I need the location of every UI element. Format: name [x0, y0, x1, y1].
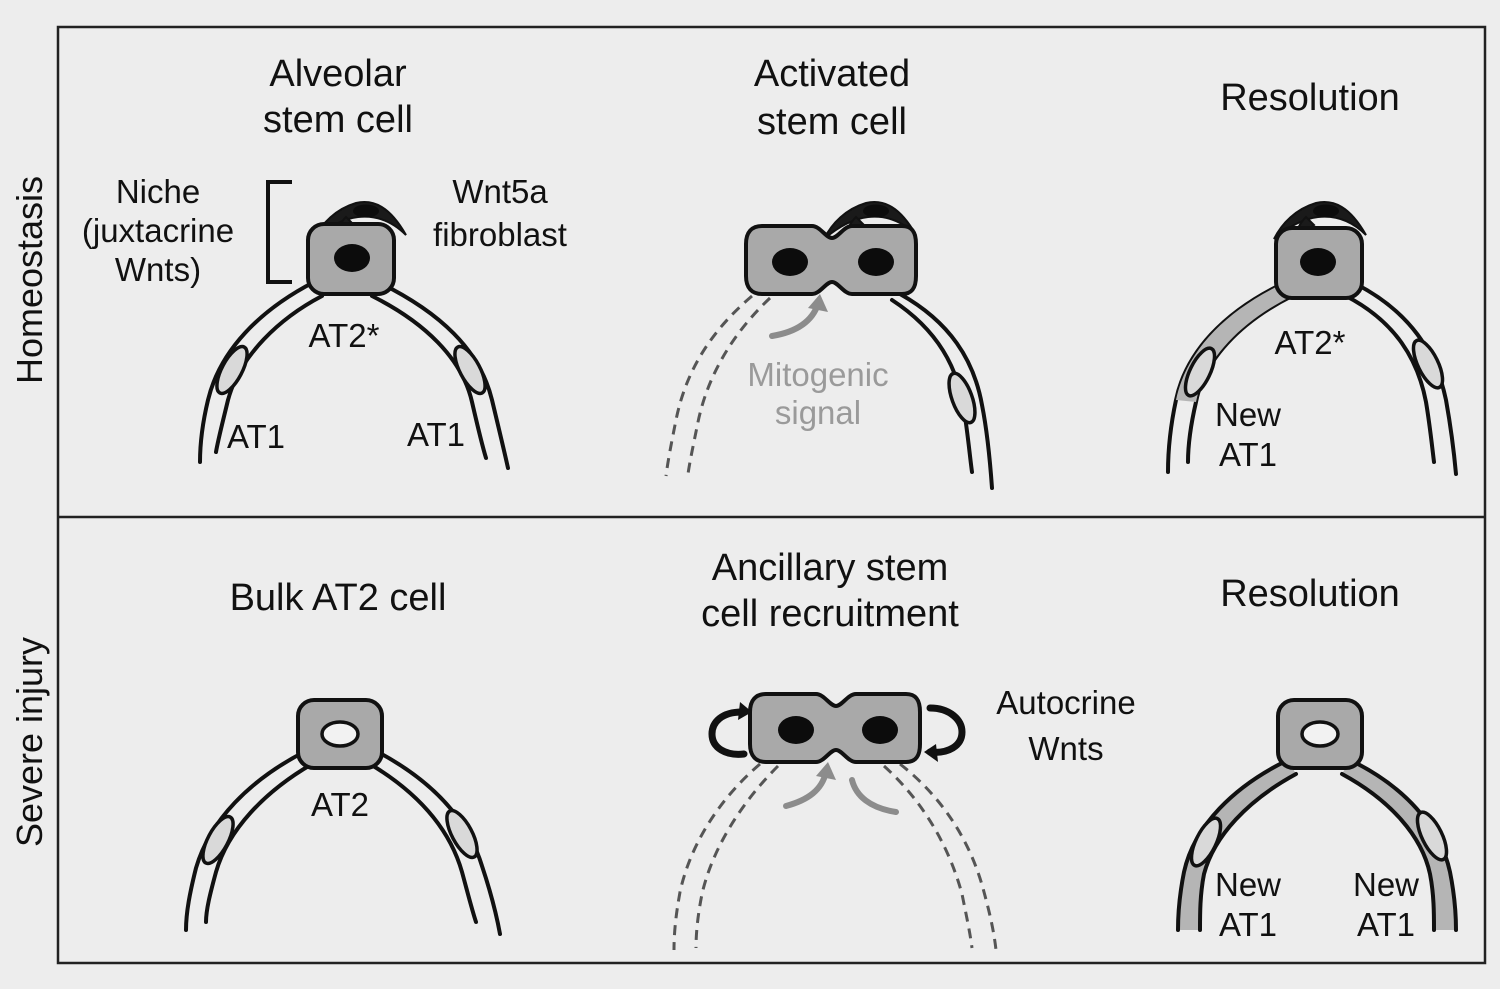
- mitogenic-signal-arrow: [769, 301, 821, 339]
- panel-title: cell recruitment: [701, 593, 959, 635]
- at2-star-label: AT2*: [1275, 324, 1346, 361]
- dividing-stem-cell: [744, 224, 918, 296]
- new-at1-label-left: New: [1215, 866, 1281, 903]
- at1-nucleus: [447, 340, 493, 400]
- autocrine-wnts-label: Wnts: [1028, 730, 1103, 767]
- at1-label-right: AT1: [407, 416, 465, 453]
- panel-activated-stem-cell: Activated stem cell Mitogenic signal: [664, 53, 994, 490]
- at2-star-label: AT2*: [309, 317, 380, 354]
- svg-text:Homeostasis: Homeostasis: [9, 176, 50, 384]
- mitogenic-signal-arrow: [849, 777, 899, 815]
- at1-label-left: AT1: [227, 418, 285, 455]
- panel-resolution-severe-injury: Resolution New AT1 New AT1: [1176, 573, 1458, 943]
- niche-label: Wnts): [115, 251, 201, 288]
- panel-title: Ancillary stem: [712, 547, 949, 589]
- panel-title: Alveolar: [269, 53, 407, 95]
- fibroblast-label: Wnt5a: [452, 173, 548, 210]
- at1-nucleus: [195, 810, 241, 870]
- panel-bulk-at2-cell: Bulk AT2 cell AT2: [184, 577, 502, 936]
- panel-title: Activated: [754, 53, 910, 95]
- niche-label: Niche: [116, 173, 200, 210]
- panel-title: stem cell: [263, 99, 413, 141]
- new-at1-label: New: [1215, 396, 1281, 433]
- mitogenic-signal-label: signal: [775, 394, 861, 431]
- niche-label: (juxtacrine: [82, 212, 234, 249]
- row-label-severe-injury: Severe injury: [9, 637, 50, 847]
- autocrine-wnts-label: Autocrine: [996, 684, 1135, 721]
- new-at1-label-left: AT1: [1219, 906, 1277, 943]
- mitogenic-signal-arrow: [783, 769, 829, 809]
- dividing-ancillary-cell: [748, 692, 922, 764]
- row-label-homeostasis: Homeostasis: [9, 176, 50, 384]
- new-at1-label: AT1: [1219, 436, 1277, 473]
- at2-label: AT2: [311, 786, 369, 823]
- panel-title: Bulk AT2 cell: [230, 577, 447, 619]
- mitogenic-signal-label: Mitogenic: [747, 356, 888, 393]
- autocrine-arrow-left: [708, 708, 748, 758]
- panel-title: Resolution: [1220, 573, 1400, 615]
- new-at1-label-right: New: [1353, 866, 1419, 903]
- svg-text:Severe injury: Severe injury: [9, 637, 50, 847]
- fibroblast-label: fibroblast: [433, 216, 567, 253]
- frame: [56, 25, 1487, 965]
- panel-alveolar-stem-cell: Alveolar stem cell Niche (juxtacrine Wnt…: [82, 53, 567, 470]
- panel-resolution-homeostasis: Resolution AT2* New AT1: [1166, 77, 1458, 476]
- niche-bracket: [266, 180, 292, 284]
- new-at1-label-right: AT1: [1357, 906, 1415, 943]
- panel-title: stem cell: [757, 101, 907, 143]
- autocrine-arrow-right: [926, 704, 966, 756]
- panel-ancillary-stem-cell-recruitment: Ancillary stem cell recruitment Autocrin…: [672, 547, 1136, 951]
- panel-title: Resolution: [1220, 77, 1400, 119]
